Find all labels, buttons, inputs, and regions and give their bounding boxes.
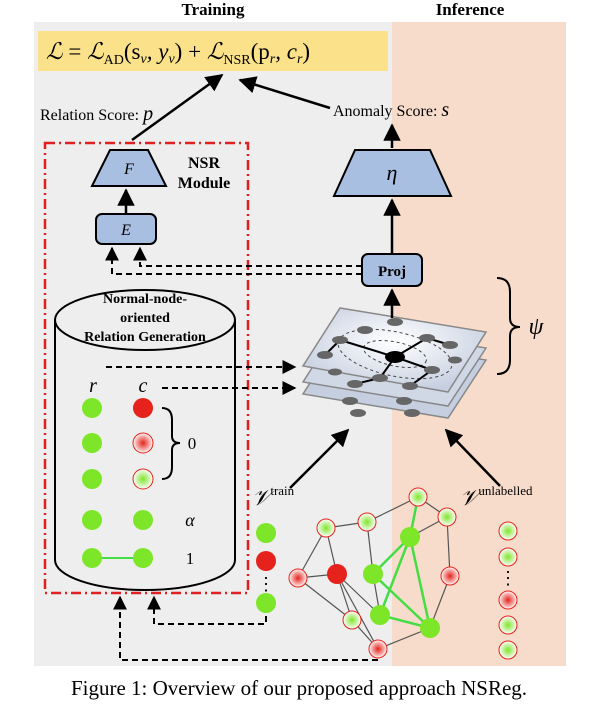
c-header: c [139,375,148,397]
unlabelled-ellipsis: ⋮ [499,568,517,588]
c-node-3 [132,468,154,490]
train-node-anomaly [256,551,276,571]
e-label: E [120,222,131,239]
nsr-module-label-2: Module [178,175,230,192]
unlabelled-node-1 [498,521,518,541]
training-header: Training [182,0,245,19]
nsr-module-label: NSR [188,155,220,172]
zero-label: 0 [188,434,197,453]
r-node-1 [82,398,102,418]
r-node-3 [82,469,102,489]
arrow-F-to-loss [131,73,224,142]
train-ellipsis: ⋮ [257,574,275,594]
unlabelled-set-label: 𝒱unlabelled [460,483,533,510]
psi-brace [496,277,521,375]
figure-caption: Figure 1: Overview of our proposed appro… [70,676,528,700]
psi-label: ψ [529,314,545,340]
unlabelled-node-4 [498,615,518,635]
r-header: r [89,375,97,397]
r-node-5 [82,548,102,568]
anomaly-score-label: Anomaly Score: s [333,99,449,121]
arrow-train-to-gnn [289,428,350,489]
relation-score-label: Relation Score: p [40,103,153,125]
r-node-2 [82,433,102,453]
dashed-proj-to-E-inner [133,246,362,267]
proj-label: Proj [378,264,406,280]
unlabelled-node-5 [498,640,518,660]
cylinder-title-3: Relation Generation [84,330,206,345]
loss-equation: ℒ = ℒAD(sv, yv) + ℒNSR(pr, cr) [46,39,310,68]
inference-header: Inference [436,0,505,19]
f-block [90,149,168,187]
arrow-unlabelled-to-gnn [444,428,501,487]
gnn-layers [301,307,488,419]
unlabelled-node-3 [498,590,518,610]
cylinder-title-1: Normal-node- [103,292,187,307]
r-node-4 [82,510,102,530]
one-label: 1 [186,549,195,568]
arrow-score-to-loss [238,76,331,110]
cylinder-title-2: oriented [120,311,170,326]
c-node-5 [133,548,153,568]
relation-cylinder-top [54,289,236,351]
f-label: F [123,161,134,178]
alpha-label: α [185,510,195,530]
loss-box [38,31,388,71]
zero-brace [161,407,181,480]
dashed-graph-to-r [113,595,378,661]
dashed-train-to-c [147,595,267,625]
c-node-2 [132,432,154,454]
dashed-proj-to-E-outer [105,246,362,275]
c-node-4 [133,510,153,530]
eta-block [332,149,453,197]
gnn-layer-1 [301,307,488,393]
input-graph [288,487,460,659]
train-node-normal-2 [256,593,276,613]
eta-label: η [387,160,398,185]
c-node-1 [133,398,153,418]
unlabelled-node-2 [498,547,518,567]
train-node-normal [256,523,276,543]
